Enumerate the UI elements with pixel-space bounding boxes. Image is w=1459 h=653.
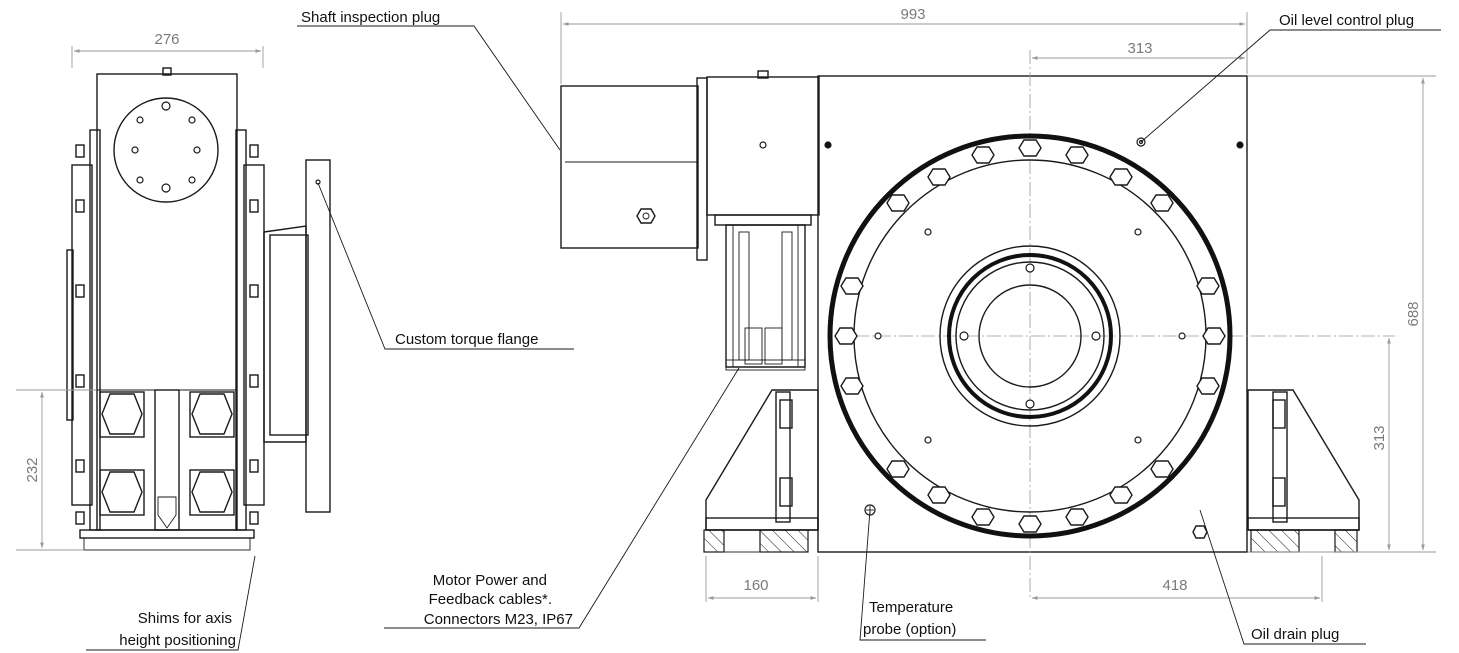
label-oil-drain-plug: Oil drain plug [1251,626,1339,643]
callout-temperature-probe: Temperature probe (option) [859,509,986,641]
dim-axis-height: 313 [1371,425,1388,450]
label-motor-cables-line2: Feedback cables*. [429,591,552,608]
dim-side-width: 276 [154,31,179,48]
label-custom-torque-flange: Custom torque flange [395,331,538,348]
callout-motor-cables: Motor Power and Feedback cables*. Connec… [384,367,740,629]
label-shims-line2: height positioning [119,632,236,649]
torque-flange-side [263,159,331,513]
label-temperature-probe-line1: Temperature [869,599,953,616]
callout-shaft-inspection-plug: Shaft inspection plug [297,9,561,151]
plugs [864,137,1208,539]
side-nuts [75,144,259,525]
label-shaft-inspection-plug: Shaft inspection plug [301,9,440,26]
mounting-bolt-heads [99,391,235,516]
label-motor-cables-line3: Connectors M23, IP67 [424,611,573,628]
front-view: 993 313 688 313 160 418 [560,6,1436,602]
label-temperature-probe-line2: probe (option) [863,621,956,638]
dim-foot-width: 160 [743,577,768,594]
dim-total-height: 688 [1405,301,1422,326]
outer-ring [827,133,1233,539]
label-oil-level-control-plug: Oil level control plug [1279,12,1414,29]
callout-oil-level-control-plug: Oil level control plug [1140,12,1441,143]
callout-oil-drain-plug: Oil drain plug [1199,509,1366,645]
callout-custom-torque-flange: Custom torque flange [317,182,574,350]
callout-shims: Shims for axis height positioning [86,555,256,651]
dim-top-offset: 313 [1127,40,1152,57]
shim-plate [79,529,255,539]
inner-holes [824,141,1244,444]
flange-bolts [834,139,1226,533]
side-view: 276 232 [16,31,331,551]
motor-housing [560,70,820,371]
label-motor-cables-line1: Motor Power and [433,572,547,589]
mounting-feet [703,389,1360,553]
dim-side-height: 232 [24,457,41,482]
dim-foot-spacing: 418 [1162,577,1187,594]
dim-total-length: 993 [900,6,925,23]
label-shims-line1: Shims for axis [138,610,232,627]
